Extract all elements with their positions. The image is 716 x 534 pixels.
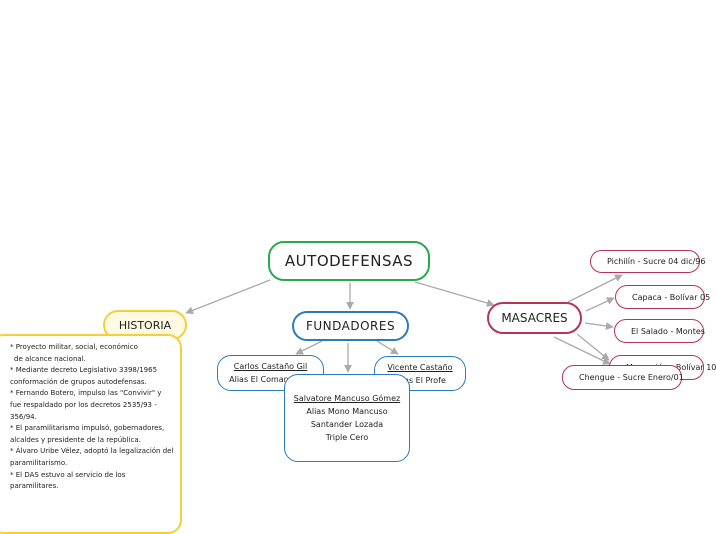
link-fundadores-carlos [295, 340, 323, 355]
link-fundadores-vicente [376, 340, 399, 355]
historia-line: de alcance nacional. [14, 354, 86, 363]
founder-name: Salvatore Mancuso Gómez [293, 394, 401, 403]
historia-line: * El paramilitarismo impulsó, gobernador… [10, 424, 165, 433]
link-central-masacres [414, 281, 495, 307]
masacre-el-salado[interactable]: El Salado - Montes [614, 319, 705, 343]
founder-name: Carlos Castaño Gil [233, 362, 308, 371]
link-masacres-m2 [585, 297, 615, 312]
historia-line: * El DAS estuvo al servicio de los [10, 470, 126, 479]
historia-line: alcaldes y presidente de la república. [10, 435, 141, 444]
historia-details: * Proyecto militar, social, económico de… [0, 334, 182, 534]
founder-alias: Alias El Profe [394, 375, 446, 385]
founder-alias: Alias Mono Mancuso [306, 407, 388, 416]
historia-line: conformación de grupos autodefensas. [10, 377, 147, 386]
link-masacres-m4 [576, 333, 610, 361]
founder-alias: Triple Cero [325, 433, 369, 442]
fundadores-node[interactable]: FUNDADORES [292, 311, 409, 341]
historia-line: paramilitares. [10, 482, 59, 491]
historia-line: * Fernando Botero, impulso las "Convivir… [10, 389, 162, 398]
connector-layer [119, 274, 623, 373]
link-masacres-m1 [567, 274, 623, 303]
link-masacres-m3 [584, 322, 614, 330]
masacre-pichilin[interactable]: Pichilín - Sucre 04 dic/96 [590, 250, 705, 273]
masacre-chengue[interactable]: Chengue - Sucre Enero/01 [562, 365, 684, 390]
historia-line: paramilitarismo. [10, 458, 68, 467]
historia-line: 356/94. [10, 412, 37, 421]
founder-vicente-node[interactable]: Vicente Castaño Alias El Profe [374, 356, 466, 391]
historia-line: * Proyecto militar, social, económico [10, 343, 138, 351]
historia-line: fue respaldado por los decretos 2535/93 … [10, 400, 157, 409]
masacres-node[interactable]: MASACRES [487, 302, 582, 334]
masacre-capaca[interactable]: Capaca - Bolívar 05 [615, 285, 710, 309]
founder-alias: Santander Lozada [310, 420, 384, 429]
historia-line: * Álvaro Uribe Vélez, adoptó la legaliza… [10, 447, 174, 456]
founder-alias: Alias El Comandante [229, 375, 312, 384]
central-topic[interactable]: AUTODEFENSAS [268, 241, 430, 281]
link-masacres-m5 [553, 336, 611, 365]
founder-salvatore-node[interactable]: Salvatore Mancuso Gómez Alias Mono Mancu… [284, 374, 410, 462]
historia-line: * Mediante decreto Legislativo 3398/1965 [10, 366, 158, 375]
founder-name: Vicente Castaño [387, 362, 453, 372]
link-central-historia [185, 279, 271, 315]
